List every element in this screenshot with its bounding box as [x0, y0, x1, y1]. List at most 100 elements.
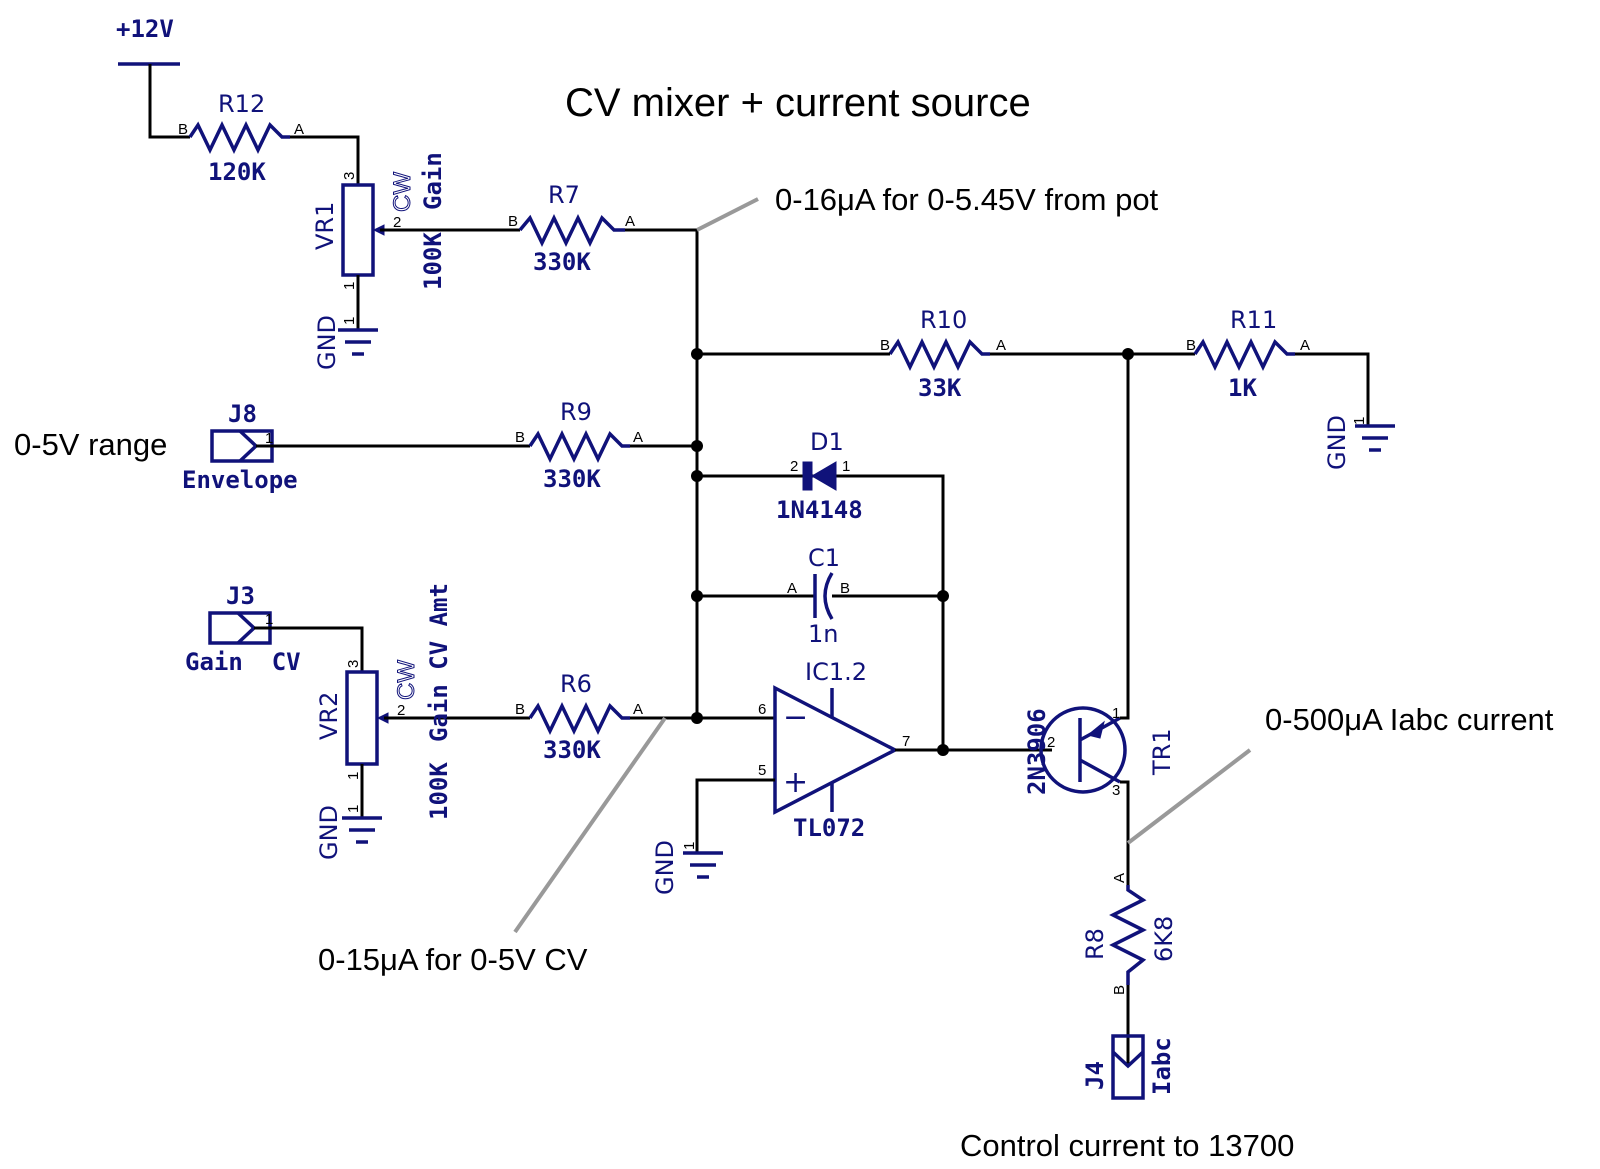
- schematic-title: CV mixer + current source: [565, 81, 1031, 125]
- wire-emitter: [1120, 354, 1130, 720]
- resistor-r9-symbol: [528, 429, 630, 464]
- jack-j4[interactable]: J4 Iabc: [1081, 1034, 1176, 1100]
- j4-ref: J4: [1081, 1061, 1109, 1090]
- c1-ref: C1: [808, 544, 840, 572]
- j8-ref: J8: [228, 400, 257, 428]
- r7-ref: R7: [548, 181, 580, 209]
- d1-value: 1N4148: [776, 496, 863, 524]
- emitter-arrow-icon: [1086, 720, 1105, 739]
- resistor-r8-symbol: [1109, 885, 1147, 985]
- pin-label: B: [178, 121, 188, 138]
- pin-label: B: [840, 580, 850, 597]
- note-cv-current: 0-15μA for 0-5V CV: [318, 942, 588, 977]
- jack-icon: [236, 611, 257, 645]
- j8-name: Envelope: [182, 466, 298, 494]
- junction-dot: [1122, 348, 1134, 360]
- resistor-r12-symbol: [188, 120, 290, 155]
- resistor-r11-symbol: [1193, 337, 1295, 372]
- junction-dot: [691, 590, 703, 602]
- r6-value: 330K: [543, 736, 601, 764]
- ic1-ref: IC1.2: [805, 658, 867, 686]
- resistor-r8: R8 6K8 A B: [1081, 873, 1178, 1065]
- pin-label: 3: [1112, 782, 1120, 799]
- tr1-value: 2N3906: [1023, 708, 1051, 795]
- note-envelope-range: 0-5V range: [14, 427, 167, 462]
- opamp-ic1: − + IC1.2 TL072 6 5 7 GND 1: [651, 658, 910, 895]
- potentiometer-vr1: VR1 GND 3 1 1 2 CW Gain 100K: [311, 152, 520, 370]
- vr1-value: 100K: [419, 232, 447, 290]
- wire-noninv-gnd: [695, 778, 775, 853]
- r12-value: 120K: [208, 158, 266, 186]
- pin-label: A: [633, 701, 643, 718]
- r10-ref: R10: [920, 306, 967, 334]
- pin-label: B: [1111, 985, 1128, 995]
- vr2-body: [345, 670, 379, 766]
- jack-j8[interactable]: J8 Envelope 1: [182, 400, 298, 494]
- pin-label: B: [1186, 337, 1196, 354]
- capacitor-c1: C1 1n A B: [697, 544, 943, 648]
- pin-label: B: [515, 429, 525, 446]
- note-iabc-current: 0-500μA Iabc current: [1265, 702, 1554, 737]
- note-control-current: Control current to 13700: [960, 1128, 1294, 1163]
- pin-label: 1: [341, 282, 358, 290]
- r10-value: 33K: [918, 374, 962, 402]
- vr1-ref: VR1: [311, 202, 339, 250]
- resistor-r6: R6 330K B A: [515, 670, 643, 764]
- wire-j3-vr2: [254, 626, 364, 672]
- annotation-leader: [696, 197, 759, 232]
- wire-feedback: [697, 474, 945, 750]
- pin-label: 2: [790, 458, 798, 475]
- j4-body: [1111, 1034, 1145, 1100]
- wire-collector: [1120, 780, 1130, 890]
- vr2-cw-label: CW: [393, 660, 420, 700]
- pin-label: 7: [902, 733, 910, 750]
- diode-icon: [811, 461, 837, 491]
- ic1-value: TL072: [793, 814, 865, 842]
- vr1-cw-label: CW: [389, 172, 416, 212]
- resistor-r9: R9 330K B A: [515, 398, 643, 493]
- ground-label: GND: [651, 840, 679, 895]
- transistor-icon: [1039, 706, 1127, 794]
- ground-label: GND: [313, 315, 341, 370]
- r7-value: 330K: [533, 248, 591, 276]
- opamp-icon: [773, 685, 899, 815]
- resistor-r7-symbol: [518, 213, 625, 248]
- tr1-ref: TR1: [1148, 728, 1176, 776]
- note-pot-current: 0-16μA for 0-5.45V from pot: [775, 182, 1159, 217]
- vr2-value: 100K: [425, 762, 453, 820]
- resistor-r6-symbol: [528, 701, 630, 736]
- pin-label: B: [880, 337, 890, 354]
- pin-label: 6: [758, 701, 766, 718]
- pin-label: 2: [397, 702, 405, 719]
- wire-r11-gnd: [1295, 352, 1370, 426]
- vr1-body: [341, 183, 375, 277]
- resistor-r12: R12 120K B A: [178, 90, 360, 186]
- j3-name: Gain CV: [185, 648, 301, 676]
- r6-ref: R6: [560, 670, 592, 698]
- power-label: +12V: [116, 15, 174, 43]
- j3-ref: J3: [226, 582, 255, 610]
- ground-label: GND: [1323, 415, 1351, 470]
- pin-label: 3: [345, 660, 362, 668]
- wire-summing-node: [625, 228, 699, 720]
- pin-label: 1: [1112, 705, 1120, 722]
- pin-label: 1: [265, 611, 273, 628]
- ground-label: GND: [315, 805, 343, 860]
- jack-icon: [238, 429, 259, 463]
- opamp-plus: +: [783, 765, 808, 800]
- jack-j3[interactable]: J3 Gain CV 1: [185, 582, 301, 676]
- transistor-tr1: 2N3906 TR1 2 1 3: [1023, 354, 1176, 890]
- pin-label: A: [787, 580, 797, 597]
- ground-icon: [681, 851, 725, 879]
- r8-ref: R8: [1081, 928, 1109, 960]
- annotation-leader: [1126, 748, 1252, 845]
- junction-dot: [691, 712, 703, 724]
- resistor-r7: R7 330K B A: [508, 181, 699, 720]
- potentiometer-vr2: VR2 GND 3 1 1 2 CW Gain CV Amt 100K: [315, 583, 530, 860]
- junction-dot: [691, 440, 703, 452]
- pin-label: 1: [341, 317, 358, 325]
- vr1-name: Gain: [419, 152, 447, 210]
- power-12v: +12V: [116, 15, 190, 139]
- ground-icon: [340, 816, 384, 844]
- pin-label: 2: [393, 214, 401, 231]
